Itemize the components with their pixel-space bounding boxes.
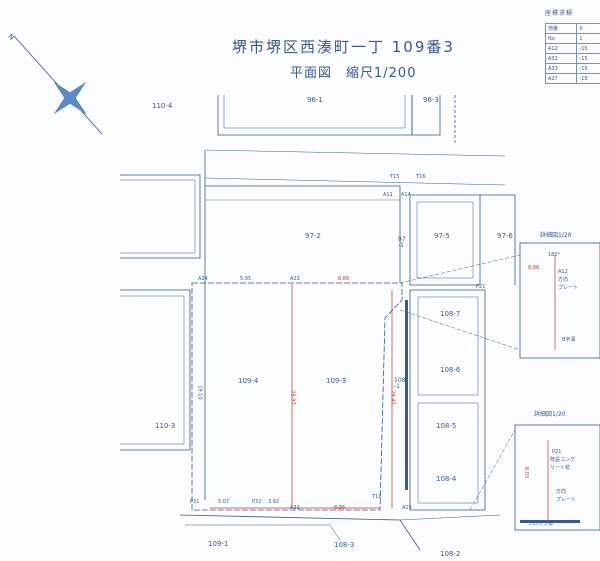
page-subtitle: 平面図 縮尺1/200 <box>290 66 417 81</box>
point-label: P21 <box>476 284 486 290</box>
parcel-label: 109-3 <box>326 377 347 385</box>
detail-label: リート杭 <box>550 465 571 471</box>
distance-label: 26.97 <box>289 390 296 405</box>
parcel-label: 109-1 <box>208 540 229 548</box>
point-label: A15 <box>402 505 412 511</box>
parcel-label: 97-6 <box>497 232 513 240</box>
parcel-label: 97 -1 <box>398 236 406 249</box>
detail-title: 詳細図1/20 <box>534 411 566 418</box>
distance-label: 5.95 <box>240 276 252 282</box>
detail-label: 180° <box>548 252 561 258</box>
parcel-label: 108 -1 <box>394 377 406 390</box>
point-label: P31 <box>190 499 200 505</box>
point-label: A33 <box>290 505 300 511</box>
parcel-label: 110-3 <box>155 422 176 430</box>
north-arrow-icon <box>13 35 103 135</box>
distance-label: 8.86 <box>334 505 346 511</box>
detail-label: P21 <box>552 449 562 455</box>
parcel-label: 96-3 <box>423 96 439 104</box>
point-label: T11 <box>372 494 382 500</box>
parcel-label: 109-4 <box>238 377 259 385</box>
detail-label: プレート <box>558 285 579 291</box>
distance-label: 3.92 <box>268 499 280 505</box>
parcel-label: 108-7 <box>440 310 461 318</box>
detail-label: 8.03 <box>523 466 530 479</box>
parcel-label: 108-2 <box>440 550 461 558</box>
distance-label: 26.42 <box>389 390 396 405</box>
distance-label: 8.86 <box>338 276 350 282</box>
detail-label: プレート <box>556 497 577 503</box>
parcel-label: 108-6 <box>440 366 461 374</box>
detail-label: B字溝 <box>562 337 576 343</box>
page-title: 堺市堺区西湊町一丁 109番3 <box>232 38 455 56</box>
point-label: A11 <box>383 192 393 198</box>
parcel-label: 110-4 <box>152 102 173 110</box>
detail-label: 既設コンク <box>550 457 576 463</box>
distance-label: 5.07 <box>218 499 230 505</box>
point-label: A22 <box>290 276 300 282</box>
coordinate-cell: A27 <box>544 73 578 84</box>
parcel-label: 97-5 <box>434 232 450 240</box>
parcel-label: 108-4 <box>436 475 457 483</box>
detail-label: 8.86 <box>528 265 540 271</box>
detail-label: A12 <box>558 269 568 275</box>
parcel-label: 108-5 <box>436 422 457 430</box>
coordinate-cell: -15 <box>576 73 600 84</box>
parcel-label: 97-2 <box>305 232 321 240</box>
point-label: T15 <box>390 174 400 180</box>
distance-label: 19.10 <box>196 385 203 400</box>
coordinate-table-title: 座標求積 <box>545 10 574 17</box>
point-label: T16 <box>416 174 426 180</box>
parcel-label: 96-1 <box>307 96 323 104</box>
point-label: A14 <box>401 192 411 198</box>
point-label: P32 <box>252 499 262 505</box>
detail-label: 方向 <box>556 489 567 495</box>
detail-label: 方向 <box>558 277 569 283</box>
point-label: A24 <box>198 276 208 282</box>
detail-label: ブロック塀 <box>528 521 554 527</box>
detail-title: 詳細図1/20 <box>540 232 572 239</box>
parcel-label: 108-3 <box>334 541 355 549</box>
